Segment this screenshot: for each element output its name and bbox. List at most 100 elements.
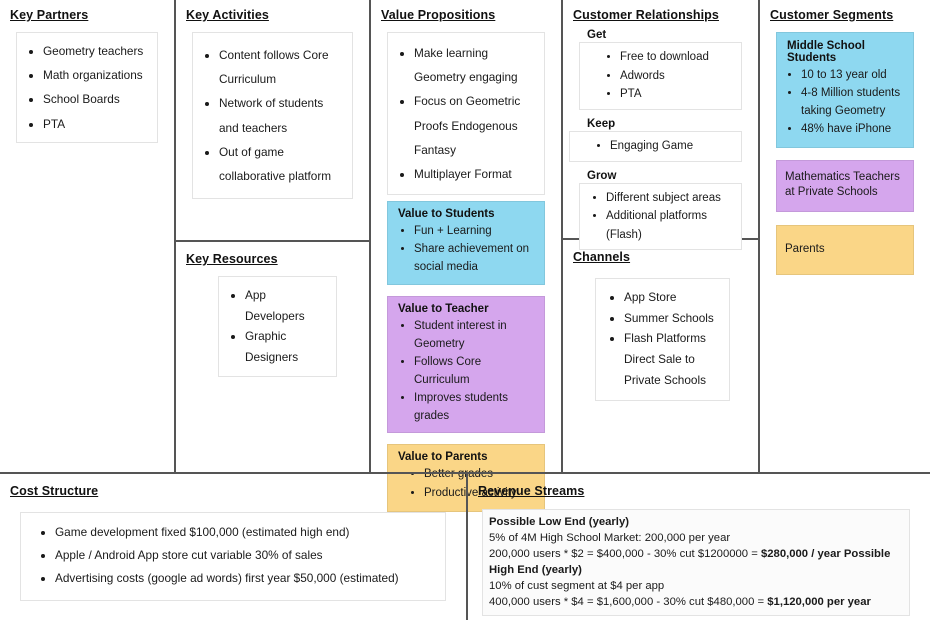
group-get-list: Free to download Adwords PTA — [580, 48, 739, 104]
revenue-low-end-line2-bold: $280,000 / year Possible High End (yearl… — [489, 548, 891, 577]
list-item: App Store — [624, 287, 721, 308]
block-customer-relationships: Customer Relationships Get Free to downl… — [563, 0, 758, 251]
list-item: Additional platforms (Flash) — [606, 207, 739, 244]
value-propositions-box: Make learning Geometry engaging Focus on… — [387, 32, 545, 196]
group-grow-list: Different subject areas Additional platf… — [580, 189, 739, 245]
group-box-get: Free to download Adwords PTA — [579, 42, 742, 110]
list-item: Different subject areas — [606, 189, 739, 208]
block-key-partners: Key Partners Geometry teachers Math orga… — [0, 0, 176, 472]
segment-parents: Parents — [776, 224, 914, 276]
value-to-students-list: Fun + Learning Share achievement on soci… — [390, 222, 540, 276]
list-item: 48% have iPhone — [801, 120, 905, 138]
group-label-keep: Keep — [587, 117, 616, 130]
list-item: Summer Schools — [624, 308, 721, 329]
value-to-teacher-list: Student interest in Geometry Follows Cor… — [390, 317, 540, 426]
list-item: Fun + Learning — [414, 222, 536, 240]
list-item: Improves students grades — [414, 389, 536, 425]
value-to-teacher-title: Value to Teacher — [398, 302, 489, 315]
revenue-high-end-line1: 10% of cust segment at $4 per app — [489, 580, 665, 593]
segment-students-title: Middle School Students — [787, 40, 865, 64]
list-item: Make learning Geometry engaging — [414, 41, 536, 89]
revenue-low-end-line2: 200,000 users * $2 = $400,000 - 30% cut … — [489, 546, 903, 578]
key-resources-box: App Developers Graphic Designers — [218, 276, 337, 377]
list-item: 4-8 Million students taking Geometry — [801, 84, 905, 120]
revenue-low-end-heading: Possible Low End (yearly) — [489, 516, 629, 528]
revenue-streams-title: Revenue Streams — [478, 484, 585, 498]
group-label-grow: Grow — [587, 169, 617, 182]
list-item: Advertising costs (google ad words) firs… — [55, 567, 439, 590]
canvas-bottom-row: Cost Structure Game development fixed $1… — [0, 472, 930, 620]
value-propositions-title: Value Propositions — [381, 8, 496, 22]
block-cost-structure: Cost Structure Game development fixed $1… — [0, 474, 468, 620]
revenue-low-end-line1: 5% of 4M High School Market: 200,000 per… — [489, 532, 731, 545]
cost-structure-list: Game development fixed $100,000 (estimat… — [21, 521, 439, 590]
key-partners-box: Geometry teachers Math organizations Sch… — [16, 32, 158, 143]
list-item: Content follows Core Curriculum — [219, 43, 344, 91]
block-key-activities: Key Activities Content follows Core Curr… — [176, 0, 369, 242]
block-value-propositions: Value Propositions Make learning Geometr… — [371, 0, 563, 512]
block-activities-resources: Key Activities Content follows Core Curr… — [176, 0, 371, 472]
key-activities-list: Content follows Core Curriculum Network … — [193, 43, 348, 188]
key-resources-title: Key Resources — [186, 252, 278, 266]
list-item: Student interest in Geometry — [414, 317, 536, 353]
block-key-resources: Key Resources App Developers Graphic Des… — [176, 242, 369, 472]
block-revenue-streams: Revenue Streams Possible Low End (yearly… — [468, 474, 930, 620]
channels-title: Channels — [573, 250, 631, 264]
group-box-grow: Different subject areas Additional platf… — [579, 182, 742, 251]
cost-structure-box: Game development fixed $100,000 (estimat… — [20, 512, 446, 601]
list-item: Geometry teachers — [43, 39, 149, 63]
segment-math-teachers: Mathematics Teachers at Private Schools — [776, 159, 914, 212]
list-item: School Boards — [43, 87, 149, 111]
list-item: Engaging Game — [610, 137, 739, 156]
block-customer-segments: Customer Segments Middle School Students… — [760, 0, 930, 472]
key-partners-list: Geometry teachers Math organizations Sch… — [17, 39, 153, 136]
list-item: Productive activity — [424, 484, 536, 502]
list-item: Network of students and teachers — [219, 91, 344, 139]
key-resources-list: App Developers Graphic Designers — [219, 285, 332, 368]
value-to-parents-list: Better grades Productive activity — [390, 465, 540, 501]
segment-students-list: 10 to 13 year old 4-8 Million students t… — [779, 66, 909, 139]
group-keep-list: Engaging Game — [570, 137, 739, 156]
value-to-students-box: Value to Students Fun + Learning Share a… — [387, 201, 545, 285]
cost-structure-title: Cost Structure — [10, 484, 99, 498]
list-item: Focus on Geometric Proofs Endogenous Fan… — [414, 89, 536, 162]
list-item: Out of game collaborative platform — [219, 140, 344, 188]
channels-list: App Store Summer Schools Flash Platforms… — [596, 287, 725, 390]
group-label-get: Get — [587, 29, 607, 41]
list-item: App Developers — [245, 285, 328, 326]
list-item: PTA — [620, 85, 739, 104]
block-relations-channels: Customer Relationships Get Free to downl… — [563, 0, 760, 472]
key-activities-box: Content follows Core Curriculum Network … — [192, 32, 353, 200]
list-item: Graphic Designers — [245, 326, 328, 367]
list-item: Apple / Android App store cut variable 3… — [55, 544, 439, 567]
list-item: Free to download — [620, 48, 739, 67]
list-item: 10 to 13 year old — [801, 66, 905, 84]
value-to-students-title: Value to Students — [398, 208, 495, 221]
list-item: Flash Platforms Direct Sale to Private S… — [624, 328, 721, 390]
revenue-high-end-line2: 400,000 users * $4 = $1,600,000 - 30% cu… — [489, 594, 903, 610]
customer-segments-title: Customer Segments — [770, 8, 894, 22]
key-partners-title: Key Partners — [10, 8, 89, 22]
canvas-top-row: Key Partners Geometry teachers Math orga… — [0, 0, 930, 472]
list-item: Multiplayer Format — [414, 162, 536, 186]
customer-relationships-title: Customer Relationships — [573, 8, 719, 22]
revenue-low-end-line2-prefix: 200,000 users * $2 = $400,000 - 30% cut … — [489, 548, 761, 561]
value-to-teacher-box: Value to Teacher Student interest in Geo… — [387, 295, 545, 434]
group-box-keep: Engaging Game — [569, 130, 742, 162]
list-item: Game development fixed $100,000 (estimat… — [55, 521, 439, 544]
revenue-high-end-line2-prefix: 400,000 users * $4 = $1,600,000 - 30% cu… — [489, 596, 768, 609]
list-item: Better grades — [424, 465, 536, 483]
list-item: PTA — [43, 112, 149, 136]
list-item: Adwords — [620, 67, 739, 86]
revenue-streams-box: Possible Low End (yearly) 5% of 4M High … — [482, 509, 910, 617]
block-channels: Channels App Store Summer Schools Flash … — [563, 240, 758, 472]
list-item: Follows Core Curriculum — [414, 353, 536, 389]
segment-middle-school-students: Middle School Students 10 to 13 year old… — [776, 32, 914, 148]
list-item: Share achievement on social media — [414, 240, 536, 276]
channels-box: App Store Summer Schools Flash Platforms… — [595, 278, 730, 402]
value-propositions-list: Make learning Geometry engaging Focus on… — [388, 41, 540, 186]
list-item: Math organizations — [43, 63, 149, 87]
key-activities-title: Key Activities — [186, 8, 269, 22]
revenue-high-end-line2-bold: $1,120,000 per year — [767, 596, 871, 609]
